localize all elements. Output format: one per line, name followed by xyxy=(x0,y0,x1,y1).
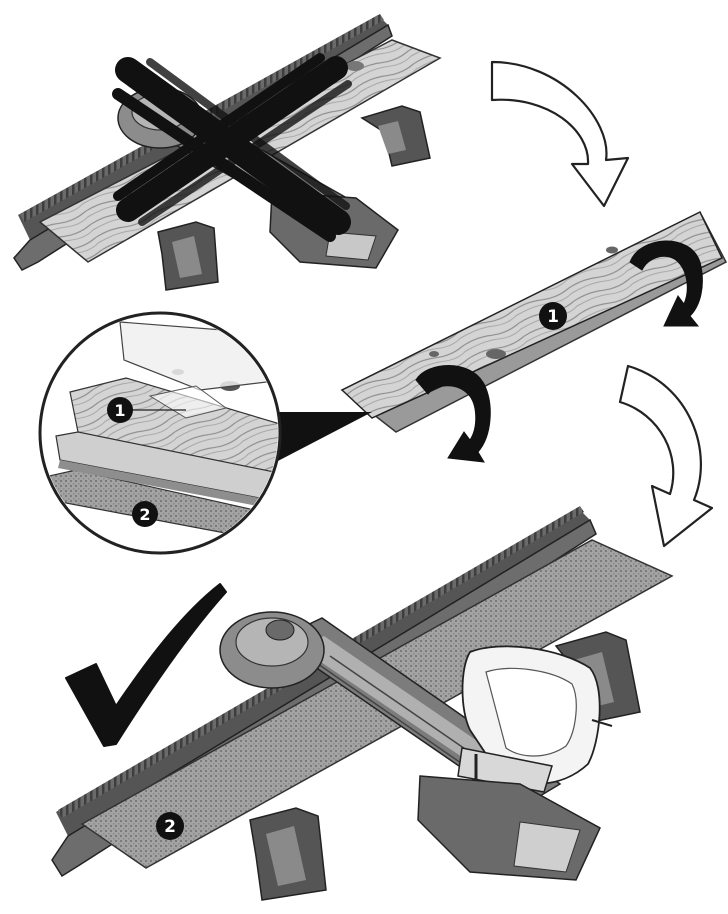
callout-badge-bottom-layer-label: 2 xyxy=(139,505,150,524)
incorrect-setup-illustration xyxy=(13,14,442,291)
callout-pointer xyxy=(270,412,372,462)
flip-rotation-arrow-icon xyxy=(629,240,703,327)
callout-badge-top-layer-label: 1 xyxy=(114,401,125,420)
cross-mark-icon xyxy=(112,53,352,242)
board-side-badge: 2 xyxy=(156,812,184,840)
curved-flow-arrow-icon xyxy=(618,364,714,548)
layer-detail-callout: 1 2 xyxy=(38,311,372,555)
flip-board-illustration: 1 xyxy=(340,210,728,463)
board-side-badge-label: 1 xyxy=(547,307,559,327)
board-side-badge-label: 2 xyxy=(164,817,176,837)
board-side-badge: 1 xyxy=(539,302,567,330)
correct-setup-illustration: 2 xyxy=(51,506,674,901)
dial-knob xyxy=(265,619,295,641)
flip-rotation-arrow-icon xyxy=(415,365,491,463)
curved-flow-arrow-icon xyxy=(490,60,630,208)
check-mark-icon xyxy=(65,583,227,747)
jigsaw xyxy=(457,645,613,793)
carriage-end-block xyxy=(417,775,601,881)
callout-badge-top-layer: 1 xyxy=(107,397,133,423)
callout-badge-bottom-layer: 2 xyxy=(132,501,158,527)
